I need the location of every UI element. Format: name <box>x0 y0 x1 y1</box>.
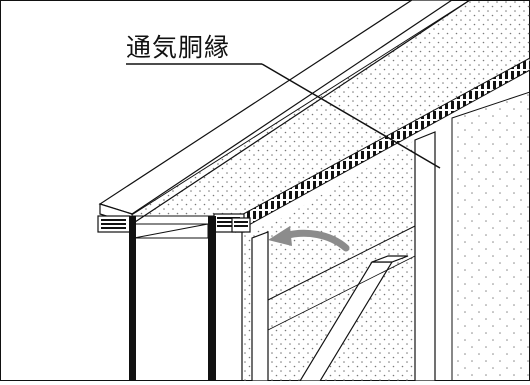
vent-block-left <box>97 215 131 233</box>
sheathing-wall <box>265 140 415 381</box>
fascia-board-lower-edge <box>131 0 471 225</box>
stud-left <box>129 216 136 381</box>
furring-strip-back <box>414 131 436 382</box>
airflow-arrow-icon <box>268 226 350 252</box>
vent-block-right <box>231 217 251 233</box>
furring-strip-front <box>251 231 269 382</box>
callout-leader-line <box>261 63 441 169</box>
stud-middle <box>208 216 216 381</box>
sheathing-joint-line <box>267 225 416 301</box>
wall-board-right <box>451 91 530 382</box>
diagonal-brace-top <box>371 255 409 263</box>
sheathing-lower-line <box>267 255 416 331</box>
callout-label: 通気胴縁 <box>126 33 231 62</box>
